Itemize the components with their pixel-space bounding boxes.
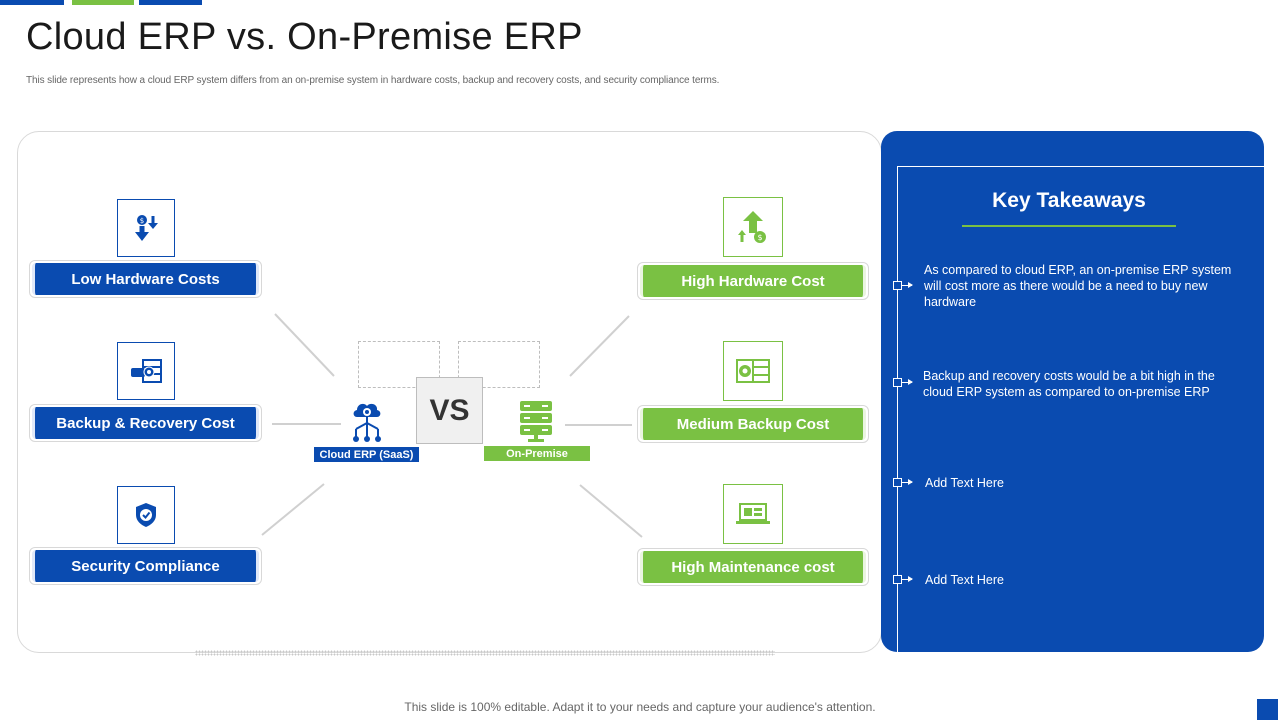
key-takeaways-panel bbox=[881, 131, 1264, 652]
laptop-icon bbox=[723, 484, 783, 544]
upload-cost-icon: $ bbox=[723, 197, 783, 257]
accent-bar-green bbox=[72, 0, 134, 5]
corner-accent bbox=[1257, 699, 1278, 720]
backup-server-icon bbox=[723, 341, 783, 401]
takeaway-item: Backup and recovery costs would be a bit… bbox=[923, 369, 1215, 399]
server-rack-icon bbox=[517, 399, 555, 443]
bullet-arrow-icon bbox=[893, 478, 915, 488]
key-takeaways-title: Key Takeaways bbox=[992, 189, 1146, 212]
takeaway-item: As compared to cloud ERP, an on-premise … bbox=[924, 263, 1232, 309]
slide-subtitle: This slide represents how a cloud ERP sy… bbox=[26, 75, 720, 86]
svg-text:$: $ bbox=[757, 233, 762, 242]
takeaway-item: Add Text Here bbox=[925, 476, 1004, 490]
title-underline bbox=[962, 225, 1176, 227]
accent-bar-blue bbox=[0, 0, 64, 5]
placeholder-box-left bbox=[358, 341, 440, 388]
bullet-arrow-icon bbox=[893, 378, 915, 388]
bullet-arrow-icon bbox=[893, 575, 915, 585]
accent-bar-blue-2 bbox=[139, 0, 202, 5]
cloud-network-icon bbox=[348, 399, 386, 443]
vs-badge: VS bbox=[416, 377, 483, 444]
shield-check-icon bbox=[117, 486, 175, 544]
medium-backup-cost-label: Medium Backup Cost bbox=[637, 405, 869, 443]
download-cost-icon: $ bbox=[117, 199, 175, 257]
high-hardware-cost-label: High Hardware Cost bbox=[637, 262, 869, 300]
svg-text:$: $ bbox=[140, 217, 144, 225]
on-premise-label: On-Premise bbox=[484, 446, 590, 461]
cloud-erp-label: Cloud ERP (SaaS) bbox=[314, 447, 419, 462]
slide-title: Cloud ERP vs. On-Premise ERP bbox=[26, 16, 583, 58]
footer-note: This slide is 100% editable. Adapt it to… bbox=[404, 700, 876, 714]
placeholder-box-right bbox=[458, 341, 540, 388]
server-gear-icon bbox=[117, 342, 175, 400]
bullet-arrow-icon bbox=[893, 281, 915, 291]
security-compliance-label: Security Compliance bbox=[29, 547, 262, 585]
takeaway-item: Add Text Here bbox=[925, 573, 1004, 587]
low-hardware-costs-label: Low Hardware Costs bbox=[29, 260, 262, 298]
high-maintenance-cost-label: High Maintenance cost bbox=[637, 548, 869, 586]
dotted-divider bbox=[195, 650, 775, 656]
backup-recovery-cost-label: Backup & Recovery Cost bbox=[29, 404, 262, 442]
key-takeaways-frame bbox=[897, 166, 1265, 652]
